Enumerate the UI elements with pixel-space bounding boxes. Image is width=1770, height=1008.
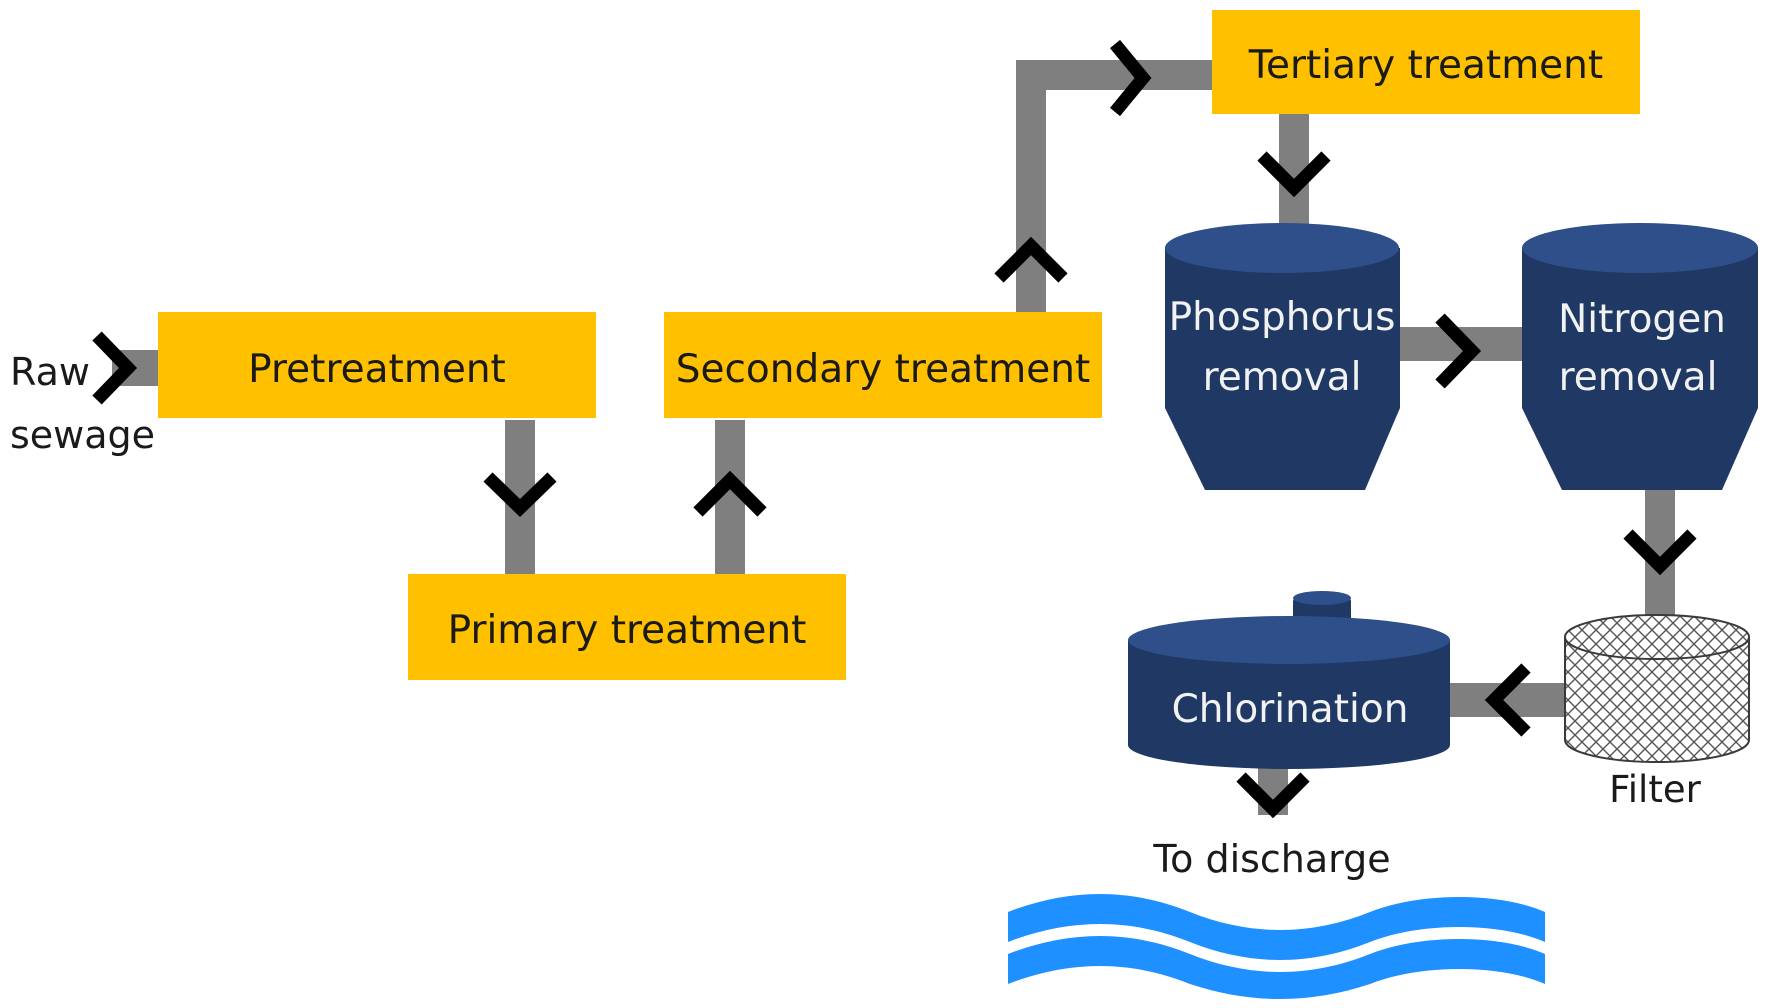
water-waves-icon xyxy=(1008,894,1545,999)
chevron-right-icon xyxy=(92,331,138,405)
tank-body xyxy=(1165,248,1400,490)
stage-box xyxy=(1212,10,1640,114)
chevron-down-icon xyxy=(1257,151,1331,198)
pipe-secondary-riser xyxy=(1016,60,1046,315)
tank-top xyxy=(1522,223,1758,273)
filter-top xyxy=(1564,614,1750,660)
flow-chevrons xyxy=(92,39,1697,819)
chevron-down-icon xyxy=(1236,772,1310,819)
nitrogen-removal-tank: Nitrogen removal xyxy=(1522,223,1758,490)
discharge-label: To discharge xyxy=(1152,837,1390,881)
chevron-up-icon xyxy=(693,470,767,517)
stage-pretreatment: Pretreatment xyxy=(158,312,596,418)
tank-top xyxy=(1128,616,1450,664)
stage-label: Secondary treatment xyxy=(676,347,1091,392)
raw-sewage-label-line1: Raw xyxy=(10,350,90,394)
stage-box xyxy=(158,312,596,418)
chevron-left-icon xyxy=(1484,663,1531,737)
stage-secondary-treatment: Secondary treatment xyxy=(664,312,1102,418)
chevron-down-icon xyxy=(1623,529,1697,576)
raw-sewage-label-line2: sewage xyxy=(10,413,155,457)
tank-top xyxy=(1165,223,1399,273)
stage-tertiary-treatment: Tertiary treatment xyxy=(1212,10,1640,114)
tank-label-line1: Phosphorus xyxy=(1169,295,1396,340)
raw-sewage-input: Raw sewage xyxy=(10,350,155,457)
stage-label: Pretreatment xyxy=(248,347,506,392)
tank-label: Chlorination xyxy=(1172,687,1409,732)
chevron-right-icon xyxy=(1435,313,1482,389)
stage-label: Primary treatment xyxy=(448,608,807,653)
chevron-right-icon xyxy=(1109,39,1152,117)
pipe-secondary-to-tertiary xyxy=(1016,60,1216,90)
stage-primary-treatment: Primary treatment xyxy=(408,574,846,680)
filter-label: Filter xyxy=(1609,768,1701,811)
tank-label-line1: Nitrogen xyxy=(1558,297,1726,342)
chevron-up-icon xyxy=(994,236,1068,283)
filter-unit: Filter xyxy=(1564,614,1750,811)
chlorination-tank: Chlorination xyxy=(1128,591,1450,769)
stage-box xyxy=(408,574,846,680)
tank-body xyxy=(1128,640,1450,769)
discharge-output: To discharge xyxy=(1008,837,1545,999)
stage-box xyxy=(664,312,1102,418)
stage-label: Tertiary treatment xyxy=(1248,43,1603,88)
tank-label-line2: removal xyxy=(1559,355,1718,400)
chevron-down-icon xyxy=(483,472,557,518)
tank-body xyxy=(1522,248,1758,490)
chlorination-cap-top xyxy=(1293,591,1351,605)
phosphorus-removal-tank: Phosphorus removal xyxy=(1165,223,1400,490)
filter-body xyxy=(1564,636,1750,763)
tank-label-line2: removal xyxy=(1203,355,1362,400)
